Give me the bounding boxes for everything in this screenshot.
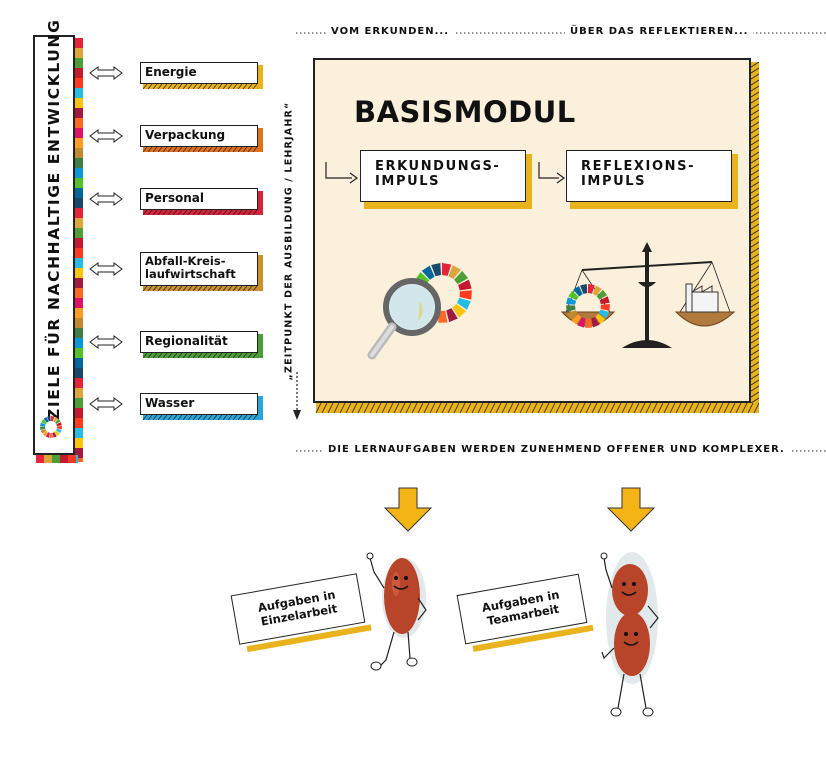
sdg-wheel-icon <box>40 416 62 438</box>
double-arrow-icon <box>89 192 123 206</box>
down-arrow-icon <box>383 487 433 532</box>
sdg-banner <box>33 35 75 455</box>
erkundungsimpuls-box: ERKUNDUNGS- IMPULS <box>360 150 526 202</box>
impuls-stripes <box>526 154 532 209</box>
topic-tag-label: Wasser <box>145 396 195 410</box>
topic-tag-stripes <box>143 147 261 152</box>
topic-tag-label: Abfall-Kreis- <box>145 254 226 268</box>
topic-tag-label: Verpackung <box>145 128 226 142</box>
impuls-label: IMPULS <box>581 174 647 189</box>
task-card-stripes <box>246 624 372 653</box>
double-arrow-icon <box>89 262 123 276</box>
down-arrow-icon <box>606 487 656 532</box>
topic-tag: Verpackung <box>140 125 258 147</box>
topic-tag-stripes <box>258 396 263 420</box>
peanut-team-illustration <box>600 552 659 717</box>
task-card-stripes <box>472 624 594 652</box>
impuls-stripes <box>732 154 738 209</box>
basismodul-box <box>313 58 751 403</box>
bent-arrow-icon <box>325 162 359 184</box>
sdg-banner-bottom-stripes <box>36 455 78 463</box>
topic-tag: Abfall-Kreis-laufwirtschaft <box>140 252 258 286</box>
timeline-arrow-icon <box>293 372 301 420</box>
footer-label: DIE LERNAUFGABEN WERDEN ZUNEHMEND OFFENE… <box>323 444 790 455</box>
impuls-label: ERKUNDUNGS- <box>375 159 501 174</box>
topic-tag-stripes <box>258 128 263 152</box>
topic-tag-stripes <box>143 415 261 420</box>
double-arrow-icon <box>89 129 123 143</box>
basismodul-title: BASISMODUL <box>354 95 576 129</box>
impuls-stripes <box>570 202 736 209</box>
double-arrow-icon <box>89 397 123 411</box>
topic-tag: Personal <box>140 188 258 210</box>
impuls-stripes <box>364 202 530 209</box>
topic-tag-stripes <box>258 65 263 89</box>
double-arrow-icon <box>89 335 123 349</box>
balance-scale-illustration <box>560 242 736 348</box>
magnifier-sdg-illustration <box>367 263 472 360</box>
impuls-label: REFLEXIONS- <box>581 159 696 174</box>
header-label-erkunden: VOM ERKUNDEN... <box>326 26 454 37</box>
header-label-reflektieren: ÜBER DAS REFLEKTIEREN... <box>565 26 754 37</box>
topic-tag: Regionalität <box>140 331 258 353</box>
bent-arrow-icon <box>538 162 566 184</box>
topic-tag-stripes <box>143 353 261 358</box>
sdg-banner-title: ZIELE FÜR NACHHALTIGE ENTWICKLUNG <box>45 18 63 420</box>
topic-tag-stripes <box>258 334 263 358</box>
topic-tag-stripes <box>258 191 263 215</box>
sdg-banner-stripes <box>75 38 83 462</box>
topic-tag-stripes <box>143 84 261 89</box>
impuls-label: IMPULS <box>375 174 441 189</box>
main-box-bottom-stripes <box>316 403 759 413</box>
topic-tag-stripes <box>143 210 261 215</box>
topic-tag-label: laufwirtschaft <box>145 267 236 281</box>
topic-tag: Wasser <box>140 393 258 415</box>
topic-tag-label: Energie <box>145 65 197 79</box>
topic-tag-stripes <box>143 286 261 291</box>
topic-tag-label: Personal <box>145 191 204 205</box>
main-box-side-stripes <box>751 62 759 413</box>
reflexionsimpuls-box: REFLEXIONS- IMPULS <box>566 150 732 202</box>
topic-tag: Energie <box>140 62 258 84</box>
timeline-label: „ZEITPUNKT DER AUSBILDUNG / LEHRJAHR“ <box>283 101 295 381</box>
topic-tag-label: Regionalität <box>145 334 228 348</box>
double-arrow-icon <box>89 66 123 80</box>
topic-tag-stripes <box>258 255 263 291</box>
peanut-single-illustration <box>366 552 427 671</box>
